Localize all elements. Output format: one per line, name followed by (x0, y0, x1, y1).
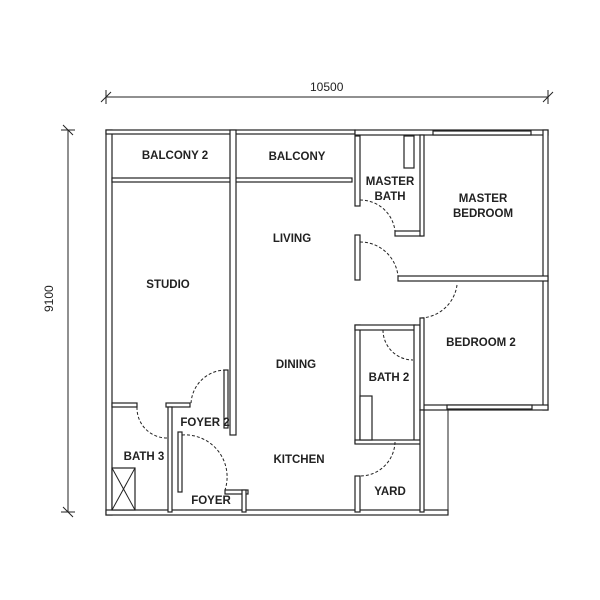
room-label-master-bedroom: MASTER BEDROOM (452, 193, 514, 220)
room-label-foyer-2: FOYER 2 (180, 417, 230, 429)
room-label-dining: DINING (275, 359, 317, 371)
room-label-foyer: FOYER (191, 495, 231, 507)
height-dimension-line (61, 124, 75, 518)
room-label-bath-3: BATH 3 (123, 451, 165, 463)
room-label-studio: STUDIO (146, 279, 190, 291)
room-label-bath-2: BATH 2 (368, 372, 410, 384)
room-label-living: LIVING (272, 233, 312, 245)
room-label-balcony-2: BALCONY 2 (141, 150, 209, 162)
width-dimension: 10500 (310, 80, 344, 94)
width-dimension-line (100, 90, 554, 104)
walls (105, 129, 549, 516)
door-swings (136, 199, 458, 491)
room-label-bedroom-2: BEDROOM 2 (446, 337, 516, 349)
height-dimension: 9100 (42, 285, 56, 312)
room-label-master-bath: MASTER BATH (365, 176, 415, 203)
room-label-balcony: BALCONY (268, 151, 326, 163)
room-label-kitchen: KITCHEN (273, 454, 325, 466)
room-label-yard: YARD (374, 486, 406, 498)
